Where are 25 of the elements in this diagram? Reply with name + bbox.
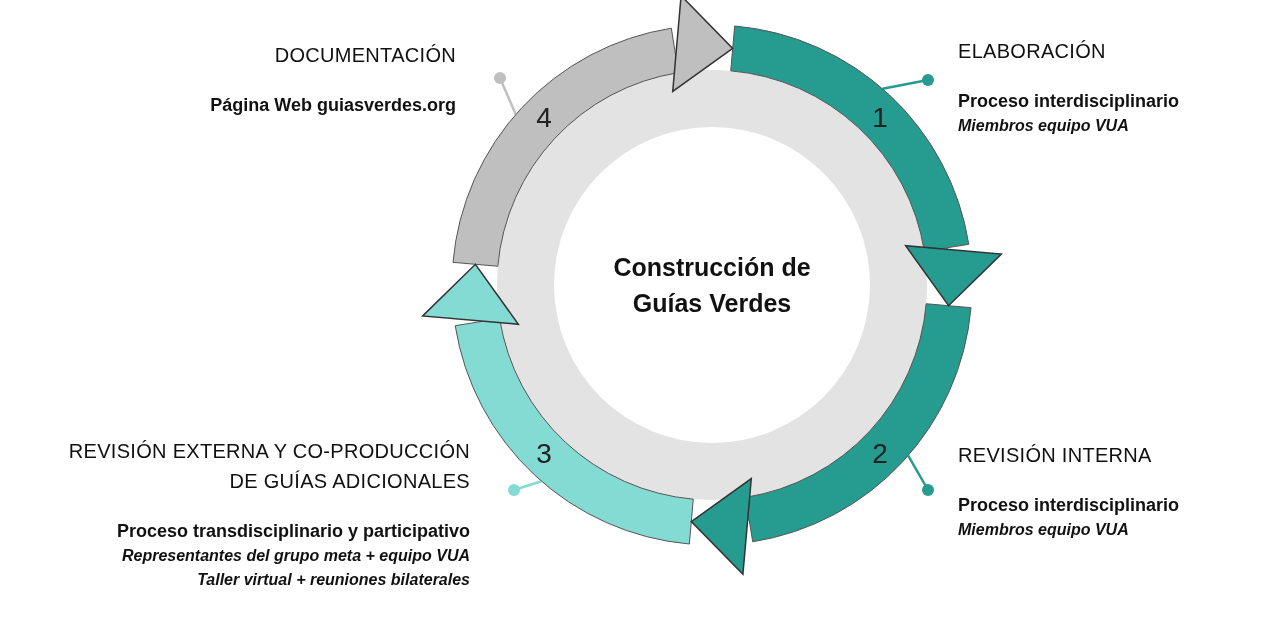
leader-line <box>508 480 542 496</box>
center-title: Construcción de Guías Verdes <box>612 252 812 319</box>
step-number: 1 <box>872 102 888 134</box>
step-number: 2 <box>872 437 888 469</box>
stage-heading: ELABORACIÓN <box>958 39 1107 64</box>
arrow <box>423 263 521 324</box>
arrow <box>673 0 734 94</box>
stage-note: Miembros equipo VUA <box>958 116 1130 136</box>
leader-line <box>882 74 934 90</box>
leader-line <box>907 454 934 496</box>
arrow <box>903 246 1001 307</box>
stage-note: Representantes del grupo meta + equipo VUA <box>120 546 470 566</box>
stage-heading: REVISIÓN EXTERNA Y CO-PRODUCCIÓN DE GUÍAS ADICIONALES <box>67 439 470 494</box>
stage-description: Proceso transdisciplinario y participativo <box>115 520 470 543</box>
stage-heading: DOCUMENTACIÓN <box>273 43 456 68</box>
stage-description: Proceso interdisciplinario <box>958 90 1181 113</box>
stage-note: Taller virtual + reuniones bilaterales <box>196 570 470 590</box>
arrow <box>690 476 751 574</box>
stage-description: Página Web guiasverdes.org <box>209 94 456 117</box>
stage-note: Miembros equipo VUA <box>958 520 1130 540</box>
stage-heading: REVISIÓN INTERNA <box>958 443 1153 468</box>
step-number: 4 <box>536 102 552 134</box>
leader-line <box>494 72 517 115</box>
step-number: 3 <box>536 437 552 469</box>
stage-description: Proceso interdisciplinario <box>958 494 1181 517</box>
